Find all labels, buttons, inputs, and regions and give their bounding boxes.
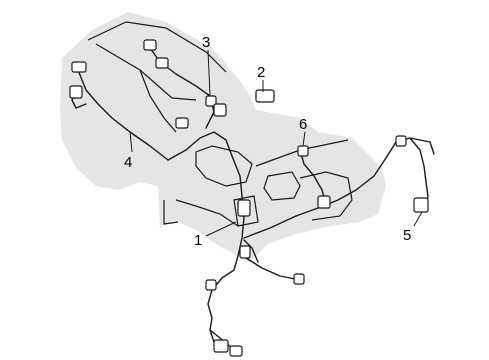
callout-2: 2 xyxy=(257,64,265,81)
part-2-clip xyxy=(255,89,275,103)
harness-center xyxy=(167,131,233,161)
callout-4: 4 xyxy=(124,154,132,171)
connector-lower-a xyxy=(239,245,251,259)
harness-lower-right xyxy=(245,257,301,281)
leader-5 xyxy=(413,211,423,227)
console-inner-edge xyxy=(95,43,197,101)
callout-5: 5 xyxy=(403,227,411,244)
connector-left-top xyxy=(71,61,87,73)
connector-bottom xyxy=(213,339,229,353)
connector-center-a xyxy=(175,117,189,129)
harness-to-6 xyxy=(299,149,327,205)
leader-6 xyxy=(302,131,306,147)
connectors xyxy=(69,39,429,357)
console-edges xyxy=(87,21,353,227)
connector-right-a xyxy=(297,145,309,157)
harness-center-down xyxy=(231,155,245,271)
harness-lower-branch xyxy=(243,239,259,263)
leader-1 xyxy=(205,221,237,237)
right-floor-shape xyxy=(256,140,382,236)
connector-top-2 xyxy=(155,57,169,69)
connector-center-b xyxy=(205,95,217,107)
connector-lower-right xyxy=(293,273,305,285)
harness-left-upper xyxy=(77,69,169,161)
harness-right-main xyxy=(243,137,435,239)
tunnel-edge xyxy=(163,200,179,225)
lower-edge xyxy=(175,199,239,227)
callout-6: 6 xyxy=(299,116,307,133)
leader-lines xyxy=(129,49,423,237)
console-body xyxy=(60,12,386,262)
seat-switch-outline xyxy=(263,171,301,201)
connector-right-b xyxy=(317,195,331,209)
leader-3 xyxy=(207,49,211,97)
connector-5 xyxy=(413,197,429,213)
connector-left-mid xyxy=(69,85,83,99)
console-lid-edge xyxy=(139,69,177,133)
connector-top xyxy=(143,39,157,51)
console-top-edge xyxy=(87,21,227,73)
connector-center-c xyxy=(213,103,227,117)
callout-3: 3 xyxy=(202,34,210,51)
tray-outline xyxy=(195,145,253,187)
connector-bottom-2 xyxy=(229,345,243,357)
connector-lower-b xyxy=(205,279,217,291)
callouts: 1 2 3 4 5 6 xyxy=(124,34,411,249)
module-outline xyxy=(233,195,259,227)
connector-module xyxy=(237,199,251,217)
callout-1: 1 xyxy=(194,232,202,249)
leader-4 xyxy=(129,131,133,153)
right-panel-edge xyxy=(299,171,353,221)
connector-right-c xyxy=(395,135,407,147)
